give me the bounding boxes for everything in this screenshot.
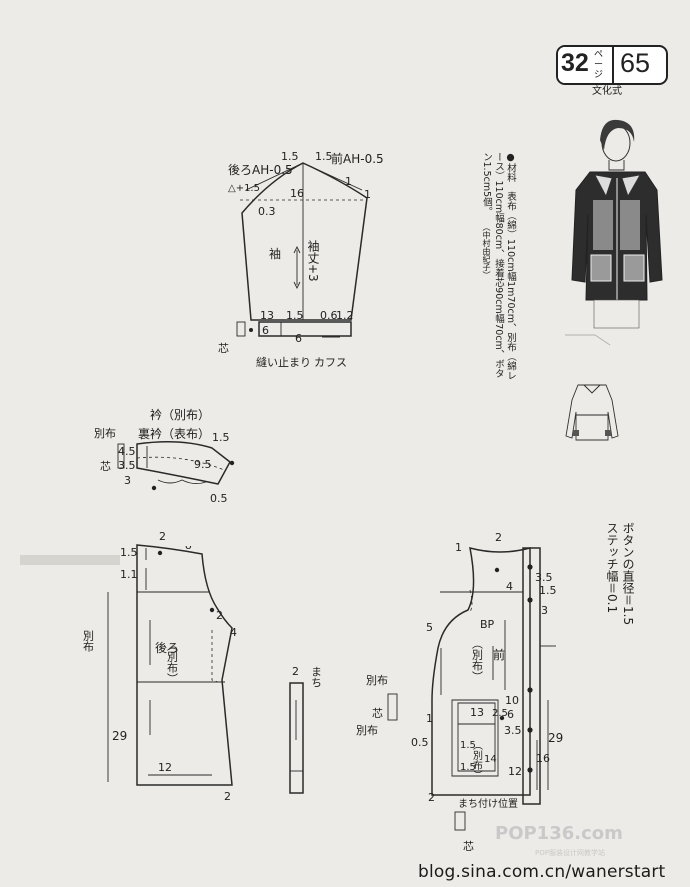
pocket-fabric: （別布）	[471, 740, 483, 780]
sleeve-side-left: △+1.5	[228, 183, 260, 194]
front-29: 29	[548, 731, 563, 745]
sleeve-cap-right: 1.5	[315, 150, 333, 163]
front-2-top: 2	[495, 531, 502, 544]
front-fabric-b: 別布	[356, 724, 378, 737]
collar-title: 衿（別布）	[150, 407, 210, 422]
front-label: 前	[493, 647, 505, 662]
front-16: 16	[536, 752, 550, 765]
sleeve-seam-note: 縫い止まり	[256, 355, 311, 369]
back-11: 1.1	[120, 568, 138, 581]
front-35a: 3.5	[535, 571, 553, 584]
front-bp: BP	[480, 618, 495, 631]
front-12: 12	[508, 765, 522, 778]
watermark-subtitle: POP服装设计网教学站	[535, 849, 605, 857]
collar-95: 9.5	[194, 458, 212, 471]
front-interfacing-a: 芯	[372, 706, 383, 720]
front-3: 3	[541, 604, 548, 617]
page-badge: 32 ページ 65	[556, 45, 668, 85]
front-1-pocket: 1	[426, 712, 433, 725]
sleeve-back-ah: 後ろAH-0.5	[228, 163, 293, 177]
pattern-number: 65	[620, 48, 651, 78]
back-wave-mark: ᴗ	[185, 539, 192, 552]
pocket-14: 14	[484, 754, 497, 765]
stitch-width-note: ステッチ幅＝0.1	[605, 522, 619, 614]
front-6: 6	[507, 708, 514, 721]
front-fabric-a: 別布	[366, 674, 388, 687]
front-15a: 1.5	[539, 584, 557, 597]
back-2-top: 2	[159, 530, 166, 543]
front-5: 5	[426, 621, 433, 634]
back-2-arm: 2	[216, 609, 223, 622]
materials-body: ●材料 表布（綿）110cm幅1m70cm、別布（綿レース）110cm幅80cm…	[481, 152, 516, 380]
front-10: 10	[505, 694, 519, 707]
back-fabric-side: 別布	[82, 630, 95, 653]
back-2-bottom: 2	[224, 790, 231, 803]
front-bodice-pattern	[387, 546, 556, 831]
sleeve-front-ah: 前AH-0.5	[331, 151, 384, 166]
back-fabric: （別布）	[166, 640, 179, 684]
front-13: 13	[470, 706, 484, 719]
sleeve-label: 袖	[269, 246, 281, 261]
page-unit: ページ	[594, 50, 604, 80]
collar-undercollar: 裏衿（表布）	[138, 426, 210, 441]
front-4: 4	[506, 580, 513, 593]
front-fabric: （別布）	[471, 638, 484, 682]
back-4: 4	[230, 626, 237, 639]
sleeve-left-03: 0.3	[258, 205, 276, 218]
sleeve-length: 袖丈+3	[306, 239, 320, 282]
front-25: 2.5	[492, 708, 508, 719]
style-label: 文化式	[592, 86, 622, 97]
sleeve-cap-left: 1.5	[281, 150, 299, 163]
collar-3: 3	[124, 474, 131, 487]
collar-15: 1.5	[212, 431, 230, 444]
sleeve-hem-06: 0.6	[320, 309, 338, 322]
collar-35: 3.5	[118, 459, 136, 472]
sleeve-right-1b: 1	[364, 188, 371, 201]
sleeve-interfacing: 芯	[218, 341, 229, 355]
sleeve-right-1a: 1	[345, 175, 352, 188]
back-12: 12	[158, 761, 172, 774]
jacket-illustration	[565, 119, 663, 441]
cuff-6b: 6	[295, 332, 302, 345]
pocket-15b: 1.5	[460, 762, 476, 773]
collar-interfacing: 芯	[100, 459, 111, 473]
front-05: 0.5	[411, 736, 429, 749]
button-note: ボタンの直径＝1.5 ステッチ幅＝0.1	[604, 522, 636, 652]
collar-05: 0.5	[210, 492, 228, 505]
sleeve-hem-13: 13	[260, 309, 274, 322]
materials-text: ●材料 表布（綿）110cm幅1m70cm、別布（綿レース）110cm幅80cm…	[480, 152, 516, 382]
gusset-position: まち付け位置	[458, 797, 518, 810]
cuff-6a: 6	[262, 324, 269, 337]
sleeve-height: 16	[290, 187, 304, 200]
front-2-bottom: 2	[428, 791, 435, 804]
back-15: 1.5	[120, 546, 138, 559]
button-diameter-note: ボタンの直径＝1.5	[621, 522, 635, 626]
back-29: 29	[112, 729, 127, 743]
back-bodice-pattern	[107, 544, 233, 786]
sleeve-pattern	[236, 162, 368, 338]
collar-fabric: 別布	[94, 427, 116, 440]
gusset-label: まち	[310, 666, 323, 688]
collar-pattern	[117, 441, 235, 491]
page-number-box: 32 ページ	[558, 47, 614, 83]
designer-credit: （中村由紀子）	[482, 223, 491, 280]
cuff-label: カフス	[314, 356, 347, 369]
pocket-15: 1.5	[460, 740, 476, 751]
sleeve-hem-12: 1.2	[336, 309, 354, 322]
watermark-logo: POP136.com	[495, 823, 623, 844]
page-number: 32	[561, 49, 589, 77]
gusset-pattern	[289, 682, 304, 794]
collar-45: 4.5	[118, 445, 136, 458]
gusset-2: 2	[292, 665, 299, 678]
back-label: 後ろ	[155, 641, 179, 655]
blog-url: blog.sina.com.cn/wanerstart	[418, 862, 666, 882]
front-35b: 3.5	[504, 724, 522, 737]
sleeve-hem-15: 1.5	[286, 309, 304, 322]
front-1: 1	[455, 541, 462, 554]
front-interfacing-b: 芯	[463, 839, 474, 853]
